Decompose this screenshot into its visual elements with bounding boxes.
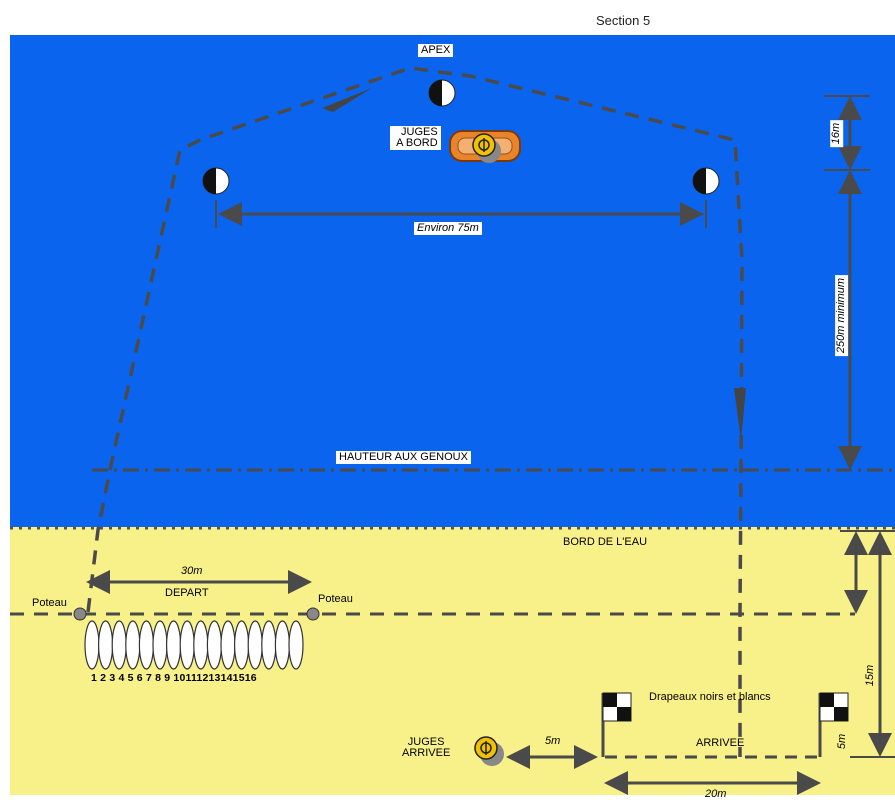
dim-5m-vertical-label: 5m	[836, 733, 849, 750]
post-right-label: Poteau	[318, 593, 353, 605]
post-left-icon	[73, 607, 87, 621]
judges-board-label: JUGES A BORD	[390, 126, 441, 150]
sea-area	[10, 35, 895, 527]
water-edge-label: BORD DE L'EAU	[563, 536, 648, 548]
start-lane-1	[84, 620, 100, 670]
judges-board-line1: JUGES	[401, 126, 438, 138]
buoy-icon	[428, 79, 456, 107]
course-route	[86, 66, 744, 757]
direction-arrow-up	[322, 88, 372, 112]
arrival-label: ARRIVEE	[696, 737, 745, 749]
start-lane-12	[234, 620, 250, 670]
start-lane-9	[193, 620, 209, 670]
post-right-icon	[306, 607, 320, 621]
direction-arrow-down	[734, 388, 746, 440]
start-lane-6	[152, 620, 168, 670]
judges-arrival-label: JUGES ARRIVEE	[402, 737, 450, 759]
lane-numbers: 1 2 3 4 5 6 7 8 9 10111213141516	[91, 672, 257, 684]
start-lane-7	[166, 620, 182, 670]
dim-5m-horizontal-label: 5m	[545, 735, 561, 747]
start-lane-13	[247, 620, 263, 670]
apex-label: APEX	[418, 44, 454, 57]
buoy-icon	[202, 167, 230, 195]
start-lane-10	[206, 620, 222, 670]
start-lane-11	[220, 620, 236, 670]
post-left-label: Poteau	[32, 597, 67, 609]
flags-label: Drapeaux noirs et blancs	[649, 691, 771, 703]
checkered-flag-icon	[601, 692, 632, 757]
dim-250m-label: 250m minimum	[835, 274, 849, 357]
section-title: Section 5	[596, 13, 651, 28]
dim-16m-label: 16m	[830, 119, 844, 148]
start-lane-15	[274, 620, 290, 670]
judges-board-line2: A BORD	[396, 137, 438, 149]
judges-boat-icon	[449, 130, 521, 163]
start-lane-4	[125, 620, 141, 670]
dim-20m-label: 20m	[705, 788, 727, 800]
start-lane-16	[288, 620, 304, 670]
start-lane-5	[138, 620, 154, 670]
judges-arrival-line2: ARRIVEE	[402, 747, 451, 759]
judges-arrival-icon	[474, 736, 504, 766]
knee-height-label: HAUTEUR AUX GENOUX	[336, 451, 471, 464]
start-lane-2	[97, 620, 114, 670]
dim-15m-label: 15m	[864, 664, 877, 687]
start-lane-14	[261, 620, 277, 670]
approx-75m-label: Environ 75m	[414, 222, 482, 235]
checkered-flag-icon	[818, 692, 849, 757]
judges-arrival-line1: JUGES	[407, 736, 445, 748]
depart-label: DEPART	[165, 587, 209, 599]
dim-30m-label: 30m	[181, 565, 203, 577]
buoy-icon	[692, 167, 720, 195]
start-lane-8	[179, 620, 195, 670]
start-lanes	[84, 620, 304, 670]
start-lane-3	[111, 620, 127, 670]
